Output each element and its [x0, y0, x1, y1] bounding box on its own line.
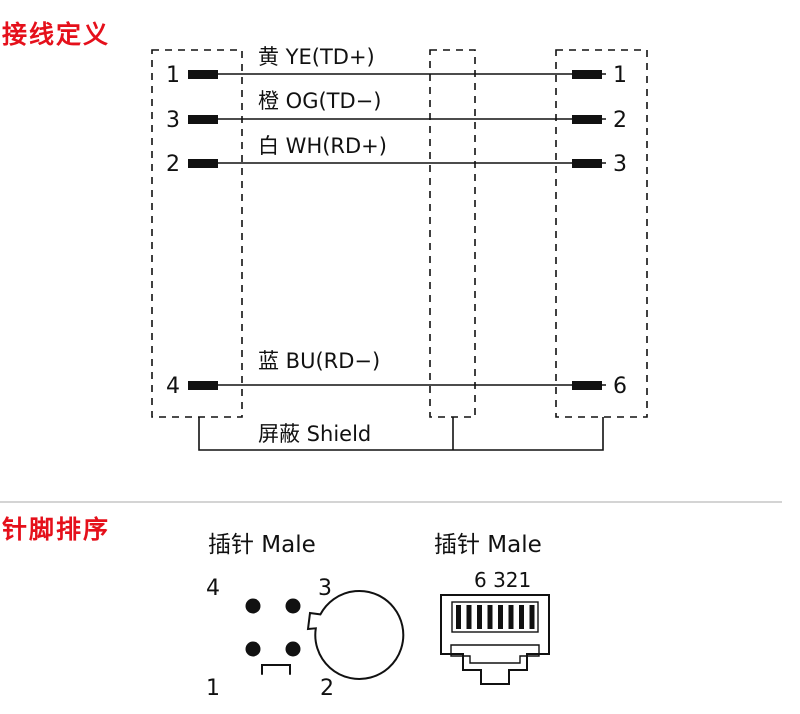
rj45-plug-outline: [440, 594, 550, 685]
wire-label: 蓝 BU(RD−): [258, 349, 380, 373]
pin-order-title: 针脚排序: [2, 515, 111, 544]
right-pin-block: [572, 381, 602, 390]
m12-connector: 插针 Male 4 3 1 2: [206, 532, 405, 701]
wire-label: 黄 YE(TD+): [258, 45, 375, 69]
left-pin-block: [188, 70, 218, 79]
left-pin-number: 2: [166, 152, 180, 177]
m12-pin-3-label: 3: [318, 576, 332, 601]
left-pin-number: 4: [166, 374, 180, 399]
rj45-latch: [450, 644, 540, 664]
wire-1: 1 1 黄 YE(TD+): [166, 45, 627, 88]
left-pin-number: 1: [166, 63, 180, 88]
m12-pin-2: [285, 641, 301, 657]
shield-label: 屏蔽 Shield: [258, 422, 371, 446]
right-pin-number: 1: [613, 63, 627, 88]
m12-pin-4-label: 4: [206, 576, 220, 601]
m12-pin-1: [245, 641, 261, 657]
rj45-connector: 插针 Male 6 321: [434, 532, 550, 685]
right-pin-block: [572, 70, 602, 79]
middle-cable-box: [429, 49, 476, 418]
wire-4: 4 6 蓝 BU(RD−): [166, 349, 627, 399]
rj45-connector-title: 插针 Male: [434, 532, 542, 558]
left-connector-box: [151, 49, 243, 418]
wire-2: 3 2 橙 OG(TD−): [166, 89, 627, 133]
left-pin-number: 3: [166, 108, 180, 133]
rj45-contacts: [456, 605, 535, 629]
right-pin-block: [572, 115, 602, 124]
m12-outline-with-key-notch: [306, 590, 405, 680]
m12-bottom-key: [261, 664, 291, 675]
right-pin-block: [572, 159, 602, 168]
right-pin-number: 2: [613, 108, 627, 133]
m12-pin-1-label: 1: [206, 676, 220, 701]
m12-connector-title: 插针 Male: [208, 532, 316, 558]
rj45-contact-area: [451, 601, 539, 633]
right-connector-box: [555, 49, 648, 418]
left-pin-block: [188, 381, 218, 390]
left-pin-block: [188, 115, 218, 124]
wire-label: 橙 OG(TD−): [258, 89, 381, 113]
wire-label: 白 WH(RD+): [258, 134, 387, 158]
m12-pin-2-label: 2: [320, 676, 334, 701]
wiring-definition-title: 接线定义: [2, 20, 111, 49]
m12-pin-3: [285, 598, 301, 614]
m12-pin-4: [245, 598, 261, 614]
wire-3: 2 3 白 WH(RD+): [166, 134, 627, 177]
shield-connection: 屏蔽 Shield: [198, 417, 604, 451]
right-pin-number: 6: [613, 374, 627, 399]
left-pin-block: [188, 159, 218, 168]
rj45-pin-numbers: 6 321: [474, 568, 531, 592]
right-pin-number: 3: [613, 152, 627, 177]
